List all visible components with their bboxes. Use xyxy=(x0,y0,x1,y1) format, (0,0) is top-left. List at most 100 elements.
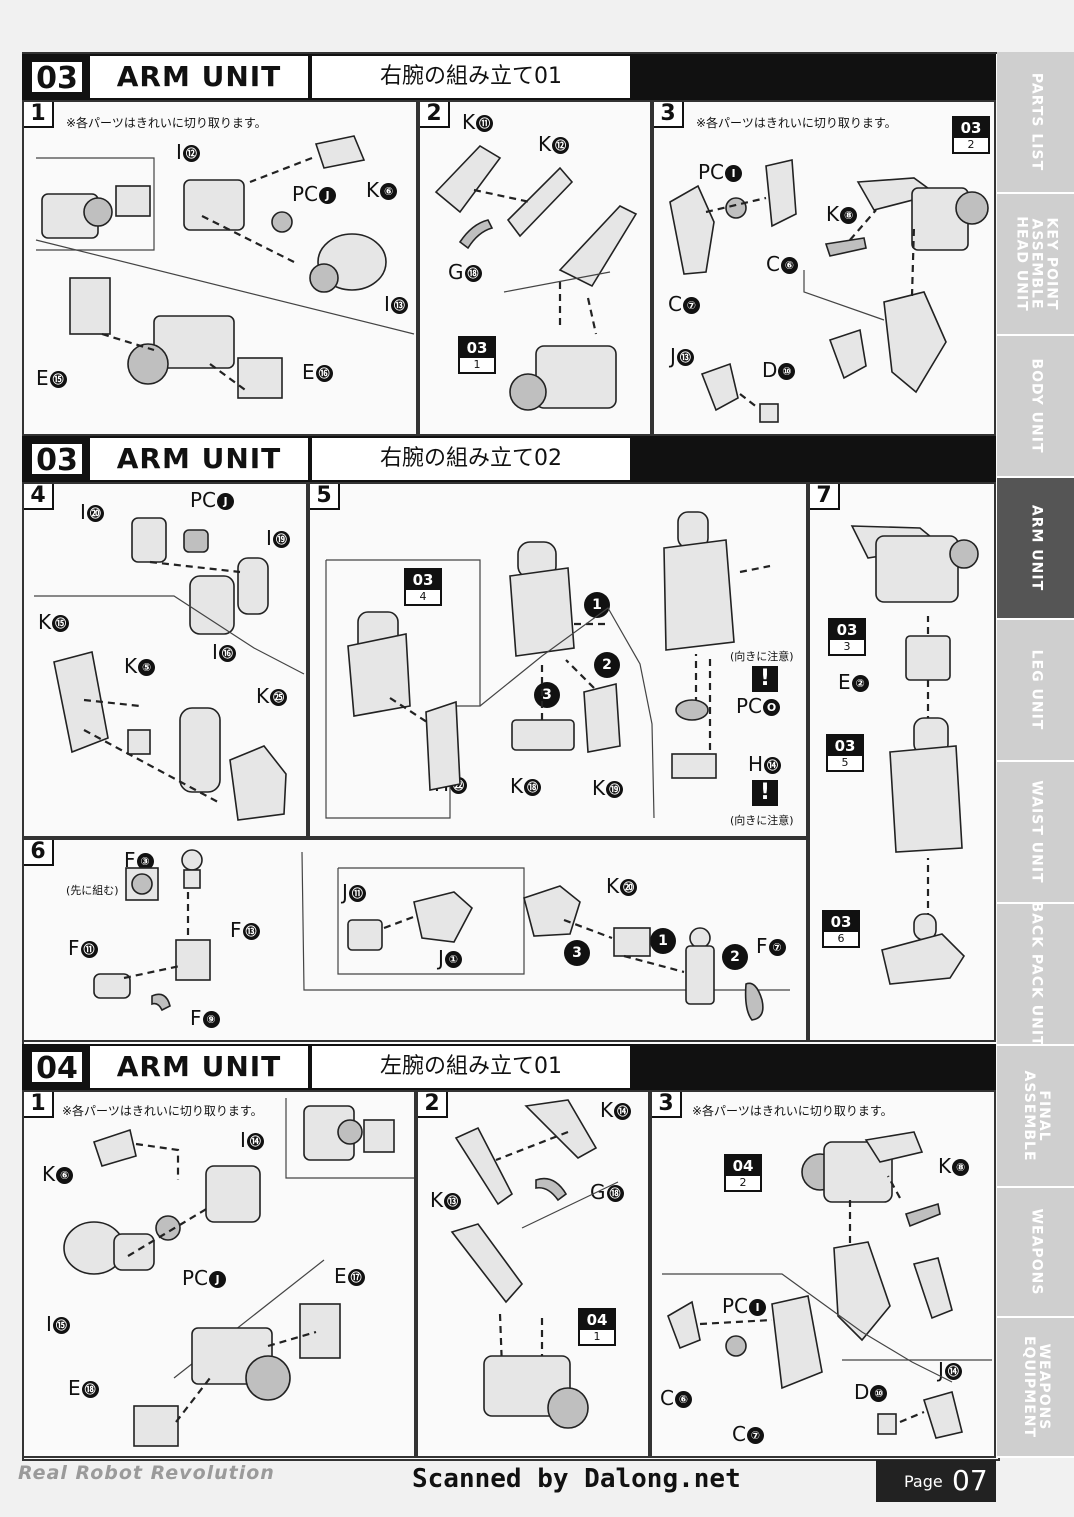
cut-note: ※各パーツはきれいに切り取ります。 xyxy=(62,1104,263,1118)
direction-note: (向きに注意) xyxy=(730,650,794,663)
order-mark: 2 xyxy=(594,652,620,678)
cut-note: ※各パーツはきれいに切り取ります。 xyxy=(696,116,897,130)
cut-note: ※各パーツはきれいに切り取ります。 xyxy=(66,116,267,130)
step-illustration xyxy=(850,525,979,985)
section-header-2: 03 ARM UNIT 右腕の組み立て02 xyxy=(22,436,996,482)
brand-footer: Real Robot Revolution xyxy=(18,1462,275,1484)
section-header-1: 03 ARM UNIT 右腕の組み立て01 xyxy=(22,54,996,100)
step-illustration xyxy=(35,135,415,399)
scan-credit: Scanned by Dalong.net xyxy=(412,1464,741,1494)
section-subtitle: 右腕の組み立て02 xyxy=(310,436,632,482)
section-title: ARM UNIT xyxy=(88,54,310,100)
nav-tab-final-assemble[interactable]: FINAL ASSEMBLE xyxy=(997,1046,1074,1188)
step-illustration xyxy=(450,1099,619,1429)
nav-tab-body-unit[interactable]: BODY UNIT xyxy=(997,336,1074,478)
order-mark: 3 xyxy=(534,682,560,708)
step-number: 4 xyxy=(24,484,54,510)
section-number: 03 xyxy=(30,442,84,478)
step-illustration xyxy=(34,517,305,821)
section-number: 04 xyxy=(30,1050,84,1086)
nav-tab-weapons-equipment[interactable]: WEAPONS EQUIPMENT xyxy=(997,1318,1074,1458)
section-subtitle: 右腕の組み立て01 xyxy=(310,54,632,100)
step-number: 5 xyxy=(310,484,340,510)
step-number: 1 xyxy=(24,102,54,128)
nav-tab-weapons[interactable]: WEAPONS xyxy=(997,1188,1074,1318)
step-number: 3 xyxy=(654,102,684,128)
step-illustration xyxy=(434,144,638,411)
step-number: 7 xyxy=(810,484,840,510)
section-subtitle: 左腕の組み立て01 xyxy=(310,1044,632,1090)
nav-tab-arm-unit[interactable]: ARM UNIT xyxy=(997,478,1074,620)
page-number: 07 xyxy=(952,1464,988,1497)
order-mark: 1 xyxy=(584,592,610,618)
nav-tab-waist-unit[interactable]: WAIST UNIT xyxy=(997,762,1074,904)
nav-tab-key-point[interactable]: KEY POINT ASSEMBLE HEAD UNIT xyxy=(997,194,1074,336)
step-number: 1 xyxy=(24,1092,54,1118)
order-mark: 3 xyxy=(564,940,590,966)
nav-tab-leg-unit[interactable]: LEG UNIT xyxy=(997,620,1074,762)
nav-tab-parts-list[interactable]: PARTS LIST xyxy=(997,52,1074,194)
nav-tab-back-pack-unit[interactable]: BACK PACK UNIT xyxy=(997,901,1074,1047)
order-mark: 1 xyxy=(650,928,676,954)
section-title: ARM UNIT xyxy=(88,1044,310,1090)
warning-icon: ! xyxy=(752,780,778,806)
step-number: 6 xyxy=(24,840,54,866)
section-title: ARM UNIT xyxy=(88,436,310,482)
section-number: 03 xyxy=(30,60,84,96)
step-number: 3 xyxy=(652,1092,682,1118)
step-illustration xyxy=(63,1098,414,1447)
section-header-3: 04 ARM UNIT 左腕の組み立て01 xyxy=(22,1044,996,1090)
step-panel-5: 5 034 H㉒ K⑱ K⑲ PCO H⑭ (向きに注意) ! ! (向きに注意… xyxy=(308,482,808,838)
